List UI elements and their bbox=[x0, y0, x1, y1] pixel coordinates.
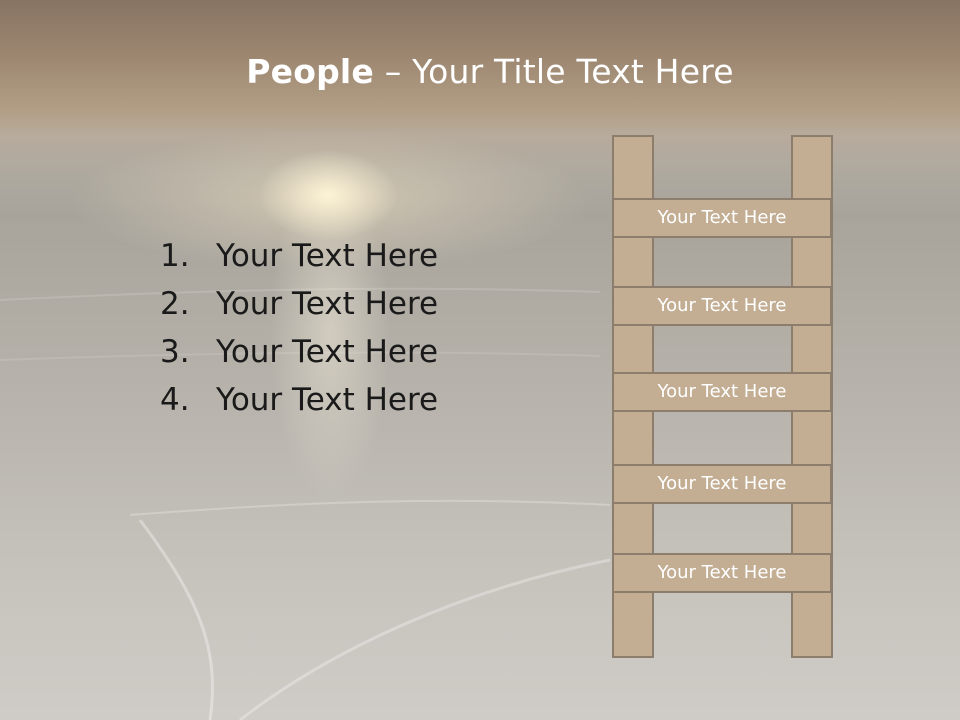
list-item-text: Your Text Here bbox=[216, 334, 439, 370]
ladder-rung: Your Text Here bbox=[612, 464, 832, 504]
list-item: 1. Your Text Here bbox=[160, 232, 438, 280]
list-item-number: 4. bbox=[160, 382, 190, 418]
title-bold: People bbox=[246, 52, 375, 91]
list-item: 4. Your Text Here bbox=[160, 376, 438, 424]
list-item-text: Your Text Here bbox=[216, 382, 439, 418]
title-rest: – Your Title Text Here bbox=[374, 52, 734, 91]
ladder-rung: Your Text Here bbox=[612, 372, 832, 412]
slide-title: People – Your Title Text Here bbox=[0, 52, 960, 91]
list-item-text: Your Text Here bbox=[216, 286, 439, 322]
list-item-text: Your Text Here bbox=[216, 238, 439, 274]
ladder-rung: Your Text Here bbox=[612, 286, 832, 326]
list-item: 3. Your Text Here bbox=[160, 328, 438, 376]
list-item: 2. Your Text Here bbox=[160, 280, 438, 328]
ladder-rung: Your Text Here bbox=[612, 198, 832, 238]
ladder-rung: Your Text Here bbox=[612, 553, 832, 593]
list-item-number: 1. bbox=[160, 238, 190, 274]
list-item-number: 2. bbox=[160, 286, 190, 322]
numbered-list: 1. Your Text Here 2. Your Text Here 3. Your… bbox=[160, 232, 438, 424]
list-item-number: 3. bbox=[160, 334, 190, 370]
